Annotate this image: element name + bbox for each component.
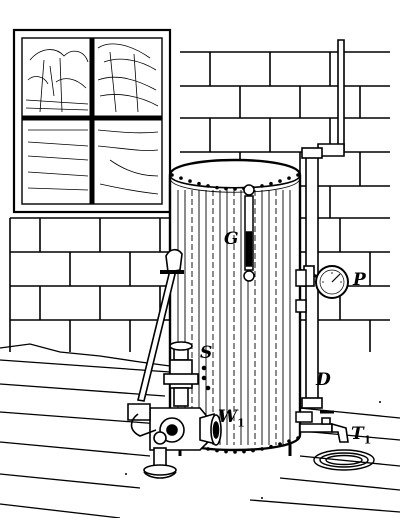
pressure-gauge	[299, 265, 349, 299]
label-pressure-gauge: P	[353, 270, 366, 290]
window	[12, 28, 172, 214]
label-stop-valve: S	[200, 343, 213, 363]
label-inlet-w1: W1	[218, 407, 245, 430]
floor-coil	[313, 449, 375, 471]
pipe-d	[301, 39, 345, 409]
window-landscape	[25, 43, 159, 195]
gauge-glass	[243, 184, 255, 282]
label-faucet-t1: T1	[351, 424, 372, 447]
inlet-assembly	[127, 248, 222, 479]
label-gauge-glass: G	[224, 229, 239, 249]
label-pipe-d: D	[316, 370, 331, 390]
floor-marks	[125, 401, 381, 499]
faucet-t1	[299, 410, 349, 443]
tank-side-fittings	[295, 269, 313, 423]
